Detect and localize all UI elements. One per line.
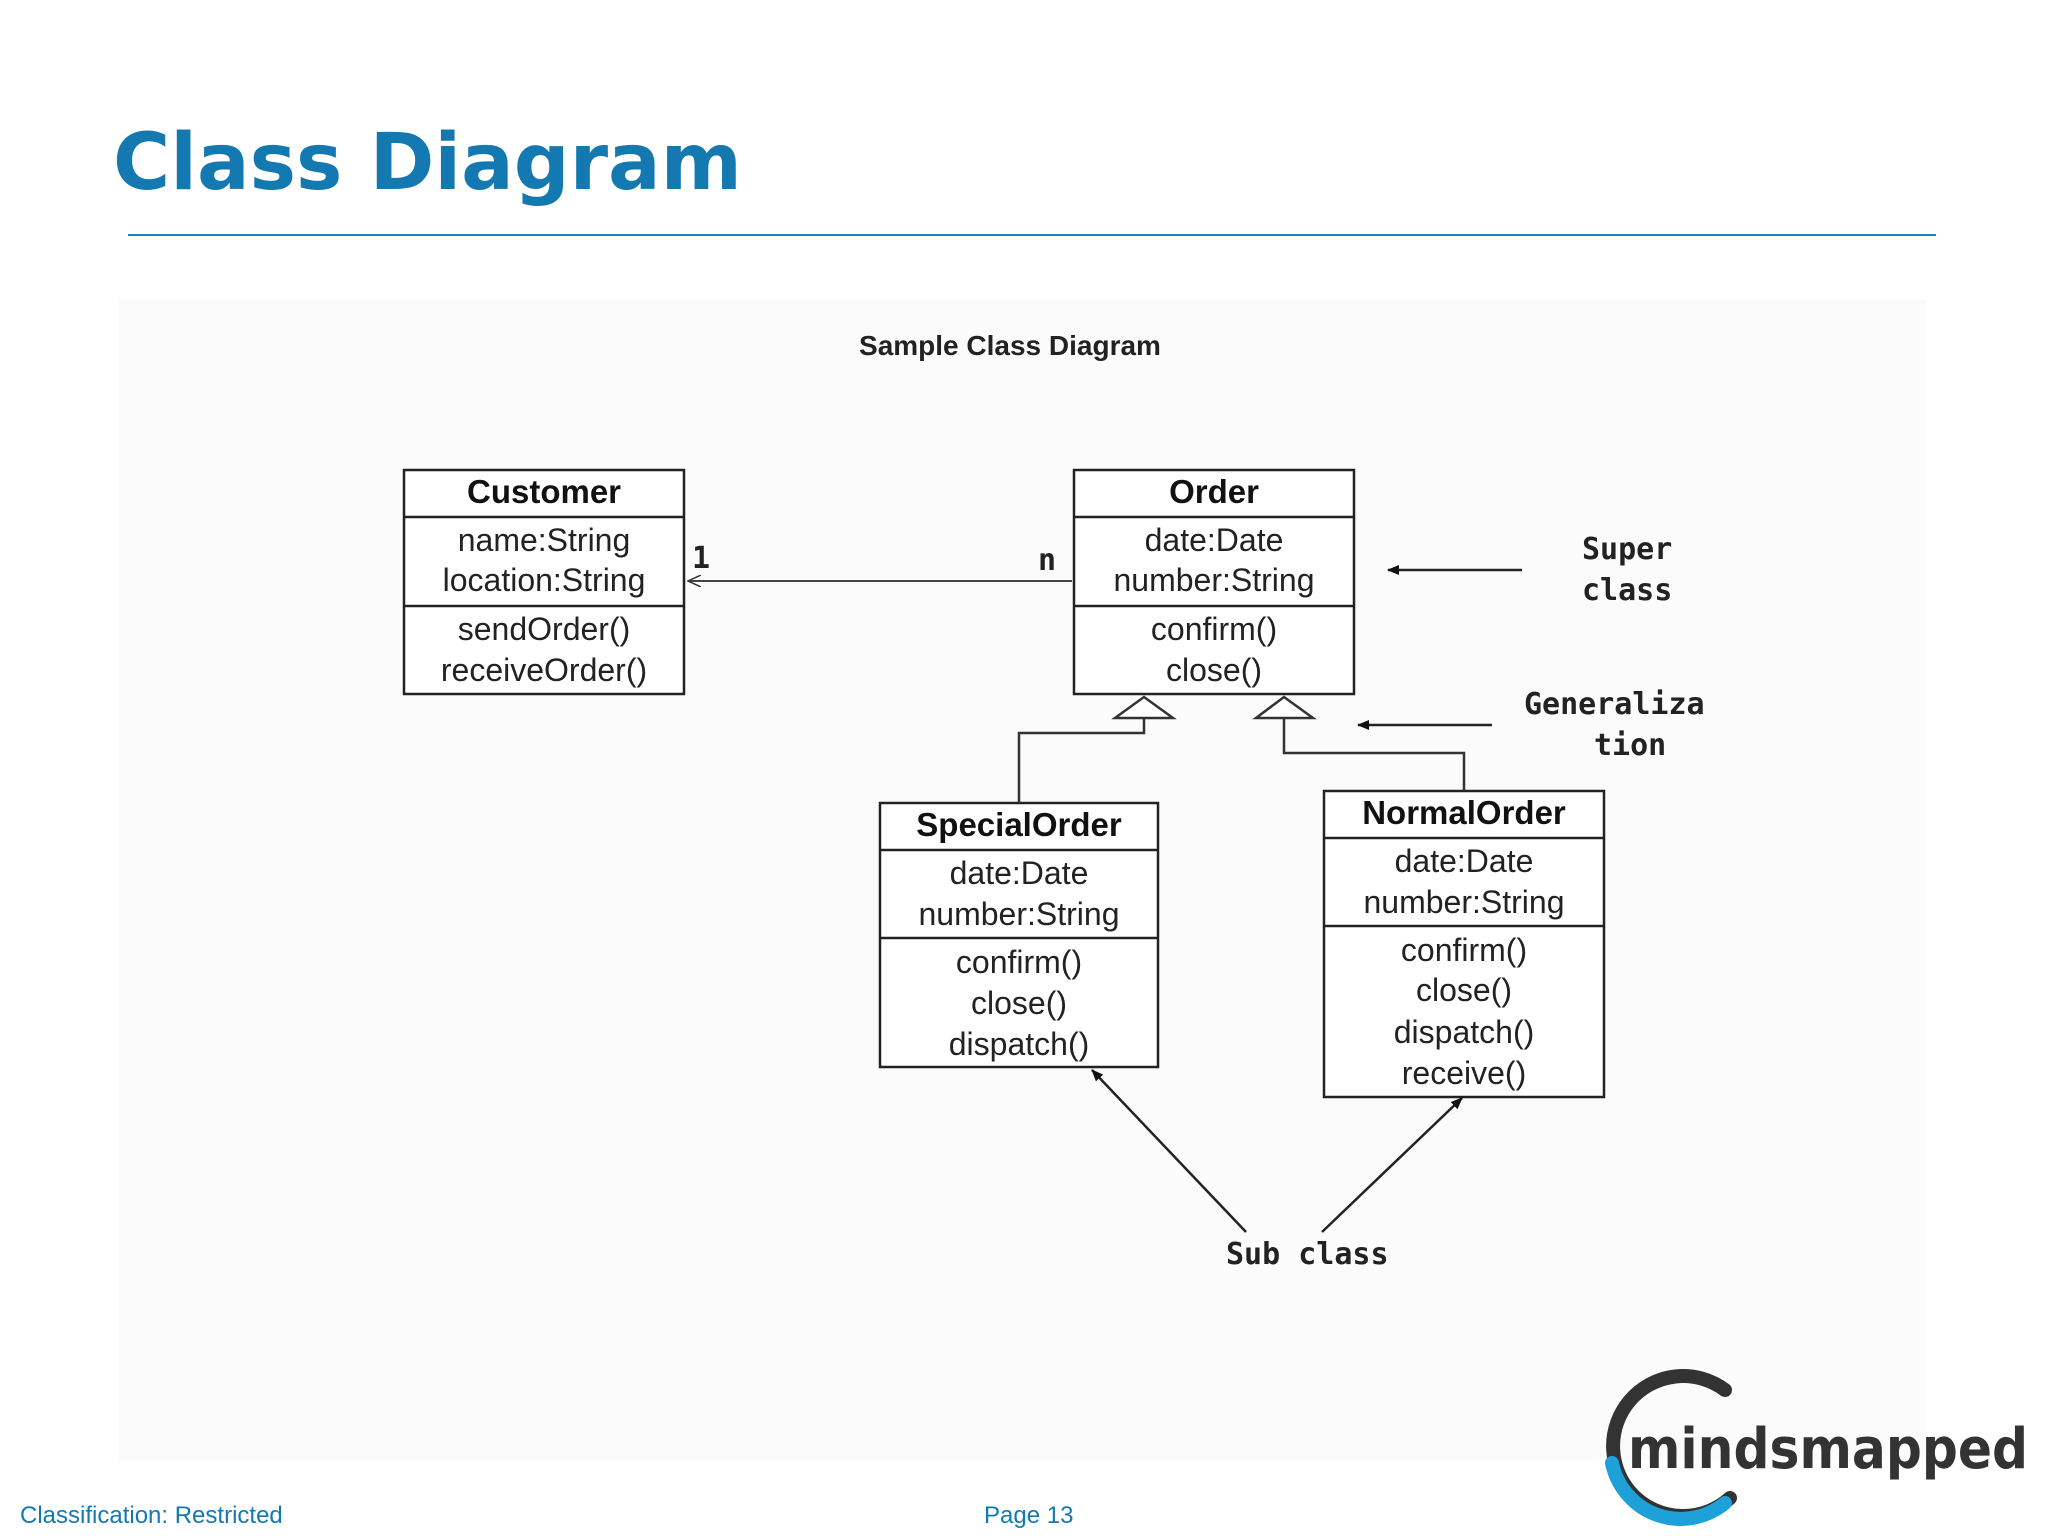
class-method: receiveOrder() [441,652,647,688]
class-attribute: date:Date [1395,843,1534,879]
slide-title: Class Diagram [113,118,742,208]
class-method: receive() [1402,1055,1526,1091]
super-class-label-line2: class [1582,573,1672,608]
class-attribute: name:String [458,522,631,558]
title-divider [128,234,1936,236]
class-name: NormalOrder [1362,794,1566,831]
logo-ring-blue [1605,1456,1732,1526]
super-class-label-line1: Super [1582,532,1672,567]
class-method: close() [971,985,1067,1021]
class-special-order: SpecialOrder date:Date number:String con… [878,801,1160,1069]
generalization-normal-line [1282,718,1466,791]
class-method: confirm() [1151,611,1277,647]
class-name: Customer [467,473,621,510]
class-name: Order [1169,473,1259,510]
multiplicity-order: n [1038,543,1056,578]
class-method: close() [1166,652,1262,688]
sub-class-arrow-special [1091,1069,1247,1233]
mindsmapped-logo: mindsmapped [1605,1369,2028,1526]
class-attribute: number:String [1364,884,1565,920]
page-number: Page 13 [984,1502,1074,1529]
classification-label: Classification: Restricted [20,1502,283,1529]
diagram-caption: Sample Class Diagram [859,330,1161,361]
generalization-label-line2: tion [1594,728,1666,763]
sub-class-label: Sub class [1226,1237,1389,1272]
generalization-triangle-normal [1252,695,1317,720]
class-attribute: number:String [1114,562,1315,598]
sub-class-arrow-normal [1321,1097,1463,1233]
generalization-special-line [1017,718,1146,803]
generalization-triangle-special [1111,695,1177,720]
class-method: dispatch() [949,1026,1090,1062]
class-method: confirm() [956,944,1082,980]
class-normal-order: NormalOrder date:Date number:String conf… [1322,789,1606,1099]
class-method: dispatch() [1394,1014,1535,1050]
class-method: close() [1416,972,1512,1008]
class-attribute: number:String [919,896,1120,932]
class-order: Order date:Date number:String confirm() … [1072,468,1356,696]
logo-text: mindsmapped [1628,1417,2028,1482]
class-name: SpecialOrder [916,806,1122,843]
multiplicity-customer: 1 [692,541,710,576]
class-attribute: date:Date [950,855,1089,891]
class-customer: Customer name:String location:String sen… [402,468,686,696]
class-method: sendOrder() [458,611,631,647]
class-attribute: location:String [443,562,646,598]
class-method: confirm() [1401,932,1527,968]
generalization-label-line1: Generaliza [1524,687,1705,722]
class-attribute: date:Date [1145,522,1284,558]
